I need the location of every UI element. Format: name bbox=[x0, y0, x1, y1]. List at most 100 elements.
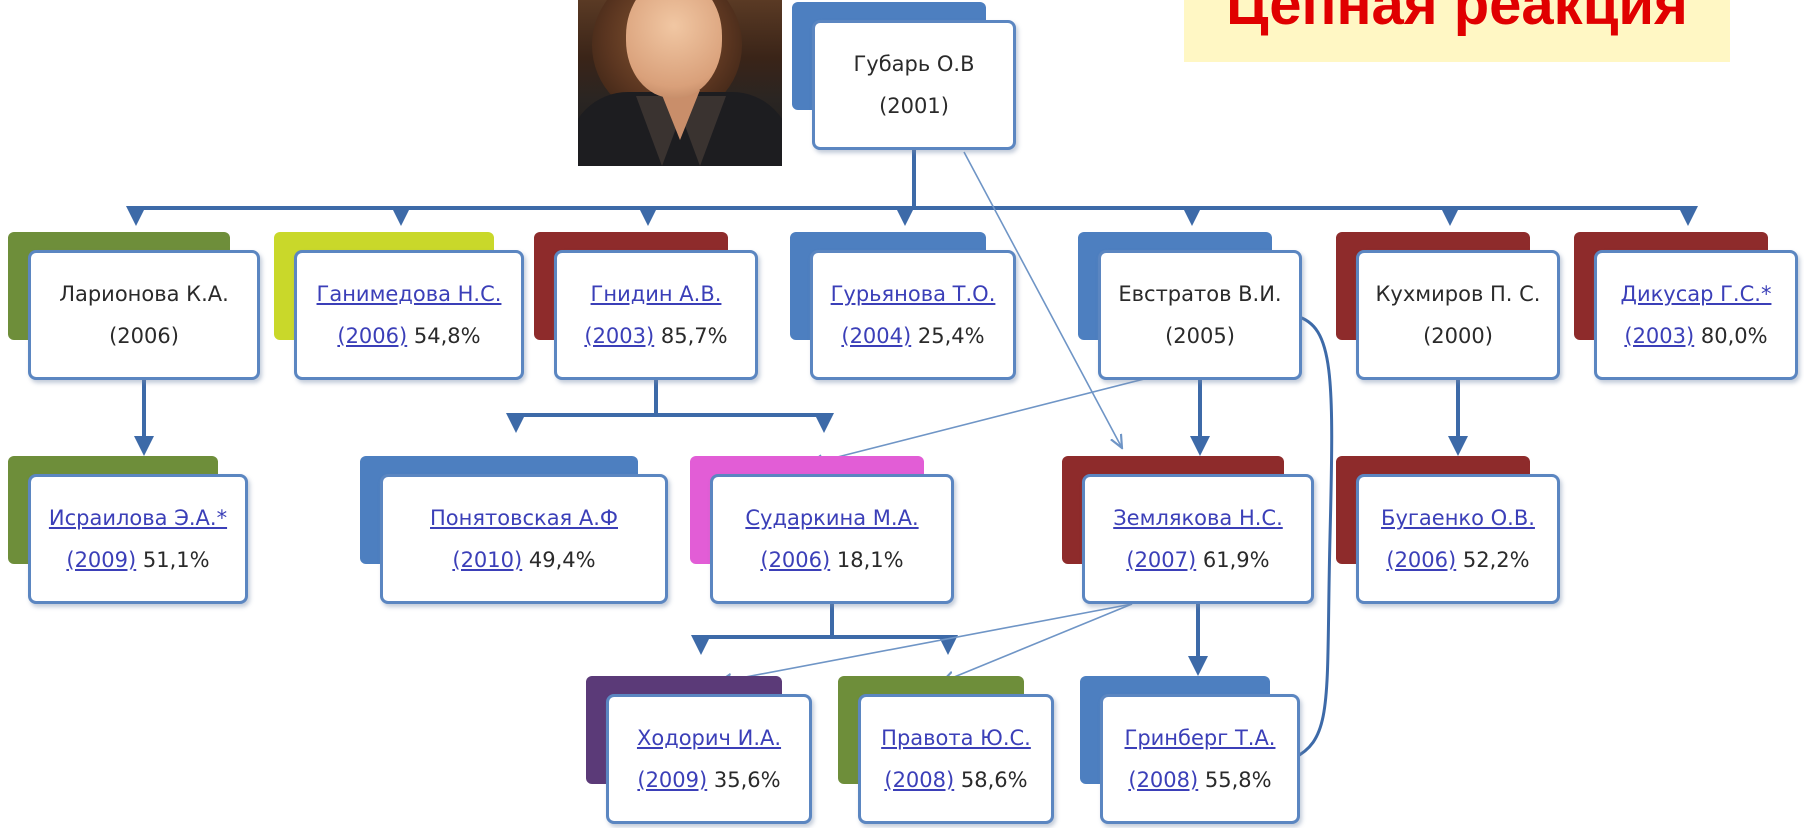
person-percent: 52,2% bbox=[1456, 548, 1530, 572]
person-stats: (2000) bbox=[1423, 315, 1493, 357]
person-name-link[interactable]: Правота Ю.С. bbox=[881, 726, 1031, 750]
cross-edge-evstratov-sudarkina bbox=[810, 377, 1149, 464]
node-card: Гнидин А.В. (2003) 85,7% bbox=[554, 250, 758, 380]
person-percent: 58,6% bbox=[954, 768, 1028, 792]
node-card: Ганимедова Н.С. (2006) 54,8% bbox=[294, 250, 524, 380]
person-node-gnidin: Гнидин А.В. (2003) 85,7% bbox=[534, 232, 758, 380]
node-card: Землякова Н.С. (2007) 61,9% bbox=[1082, 474, 1314, 604]
person-stats: (2009) 51,1% bbox=[66, 539, 209, 581]
person-year-link[interactable]: (2003) bbox=[1624, 324, 1695, 348]
person-year: (2001) bbox=[879, 94, 949, 118]
person-stats: (2006) 54,8% bbox=[337, 315, 480, 357]
person-stats: (2009) 35,6% bbox=[637, 759, 780, 801]
person-year-link[interactable]: (2008) bbox=[1128, 768, 1199, 792]
node-card: Исраилова Э.А.* (2009) 51,1% bbox=[28, 474, 248, 604]
person-node-pravota: Правота Ю.С. (2008) 58,6% bbox=[838, 676, 1054, 824]
node-card: Кухмиров П. С. (2000) bbox=[1356, 250, 1560, 380]
person-name-link[interactable]: Сударкина М.А. bbox=[745, 506, 919, 530]
person-node-dikusar: Дикусар Г.С.* (2003) 80,0% bbox=[1574, 232, 1798, 380]
person-percent: 49,4% bbox=[522, 548, 596, 572]
person-name: Кухмиров П. С. bbox=[1375, 282, 1541, 306]
cross-edge-gubar-zemlyakova bbox=[963, 151, 1122, 448]
person-name: Ларионова К.А. bbox=[59, 282, 229, 306]
bracket-edge-evstratov-grinberg bbox=[1293, 314, 1334, 760]
person-node-israilova: Исраилова Э.А.* (2009) 51,1% bbox=[8, 456, 248, 604]
person-percent: 61,9% bbox=[1196, 548, 1270, 572]
node-card: Губарь О.В (2001) bbox=[812, 20, 1016, 150]
person-name-link[interactable]: Исраилова Э.А.* bbox=[48, 506, 228, 530]
person-year-link[interactable]: (2003) bbox=[584, 324, 655, 348]
person-name-link[interactable]: Дикусар Г.С.* bbox=[1620, 282, 1772, 306]
person-percent: 35,6% bbox=[707, 768, 781, 792]
person-stats: (2008) 55,8% bbox=[1128, 759, 1271, 801]
person-node-ponyatovskaya: Понятовская А.Ф (2010) 49,4% bbox=[360, 456, 668, 604]
node-card: Понятовская А.Ф (2010) 49,4% bbox=[380, 474, 668, 604]
node-card: Сударкина М.А. (2006) 18,1% bbox=[710, 474, 954, 604]
node-card: Дикусар Г.С.* (2003) 80,0% bbox=[1594, 250, 1798, 380]
person-percent: 18,1% bbox=[830, 548, 904, 572]
person-stats: (2003) 85,7% bbox=[584, 315, 727, 357]
person-name: Евстратов В.И. bbox=[1118, 282, 1282, 306]
person-name-link[interactable]: Гурьянова Т.О. bbox=[830, 282, 996, 306]
node-card: Правота Ю.С. (2008) 58,6% bbox=[858, 694, 1054, 824]
person-stats: (2007) 61,9% bbox=[1126, 539, 1269, 581]
person-year-link[interactable]: (2004) bbox=[841, 324, 912, 348]
person-year: (2000) bbox=[1423, 324, 1493, 348]
person-year-link[interactable]: (2008) bbox=[884, 768, 955, 792]
person-year-link[interactable]: (2006) bbox=[760, 548, 831, 572]
person-name-link[interactable]: Землякова Н.С. bbox=[1113, 506, 1283, 530]
person-year-link[interactable]: (2010) bbox=[452, 548, 523, 572]
portrait-photo bbox=[578, 0, 782, 166]
person-percent: 85,7% bbox=[654, 324, 728, 348]
person-name: Губарь О.В bbox=[853, 52, 975, 76]
person-stats: (2004) 25,4% bbox=[841, 315, 984, 357]
person-year: (2005) bbox=[1165, 324, 1235, 348]
person-node-guryanova: Гурьянова Т.О. (2004) 25,4% bbox=[790, 232, 1016, 380]
person-node-bugaenko: Бугаенко О.В. (2006) 52,2% bbox=[1336, 456, 1560, 604]
person-name-link[interactable]: Ходорич И.А. bbox=[636, 726, 782, 750]
person-stats: (2010) 49,4% bbox=[452, 539, 595, 581]
person-stats: (2006) 18,1% bbox=[760, 539, 903, 581]
person-node-kukhmirov: Кухмиров П. С. (2000) bbox=[1336, 232, 1560, 380]
person-name-link[interactable]: Понятовская А.Ф bbox=[430, 506, 618, 530]
person-name-link[interactable]: Гнидин А.В. bbox=[590, 282, 722, 306]
person-node-gubar: Губарь О.В (2001) bbox=[792, 2, 1016, 150]
cross-edge-zemlyakova-khodorich bbox=[719, 603, 1133, 682]
node-card: Гринберг Т.А. (2008) 55,8% bbox=[1100, 694, 1300, 824]
node-card: Ходорич И.А. (2009) 35,6% bbox=[606, 694, 812, 824]
person-percent: 54,8% bbox=[407, 324, 481, 348]
person-node-evstratov: Евстратов В.И. (2005) bbox=[1078, 232, 1302, 380]
node-card: Бугаенко О.В. (2006) 52,2% bbox=[1356, 474, 1560, 604]
person-node-khodorich: Ходорич И.А. (2009) 35,6% bbox=[586, 676, 812, 824]
person-node-grinberg: Гринберг Т.А. (2008) 55,8% bbox=[1080, 676, 1300, 824]
person-year-link[interactable]: (2009) bbox=[66, 548, 137, 572]
person-year-link[interactable]: (2007) bbox=[1126, 548, 1197, 572]
person-percent: 80,0% bbox=[1694, 324, 1768, 348]
person-percent: 51,1% bbox=[136, 548, 210, 572]
person-name-link[interactable]: Гринберг Т.А. bbox=[1124, 726, 1276, 750]
person-stats: (2003) 80,0% bbox=[1624, 315, 1767, 357]
person-stats: (2006) 52,2% bbox=[1386, 539, 1529, 581]
person-percent: 55,8% bbox=[1198, 768, 1272, 792]
person-stats: (2005) bbox=[1165, 315, 1235, 357]
person-stats: (2008) 58,6% bbox=[884, 759, 1027, 801]
node-card: Евстратов В.И. (2005) bbox=[1098, 250, 1302, 380]
person-name-link[interactable]: Ганимедова Н.С. bbox=[316, 282, 502, 306]
person-year-link[interactable]: (2006) bbox=[337, 324, 408, 348]
chain-reaction-title: Цепная реакция bbox=[1184, 0, 1730, 62]
person-stats: (2006) bbox=[109, 315, 179, 357]
person-name-link[interactable]: Бугаенко О.В. bbox=[1381, 506, 1535, 530]
person-year: (2006) bbox=[109, 324, 179, 348]
person-node-zemlyakova: Землякова Н.С. (2007) 61,9% bbox=[1062, 456, 1314, 604]
person-node-larionova: Ларионова К.А. (2006) bbox=[8, 232, 260, 380]
person-node-sudarkina: Сударкина М.А. (2006) 18,1% bbox=[690, 456, 954, 604]
person-percent: 25,4% bbox=[911, 324, 985, 348]
node-card: Ларионова К.А. (2006) bbox=[28, 250, 260, 380]
node-card: Гурьянова Т.О. (2004) 25,4% bbox=[810, 250, 1016, 380]
person-year-link[interactable]: (2009) bbox=[637, 768, 708, 792]
person-node-ganimedova: Ганимедова Н.С. (2006) 54,8% bbox=[274, 232, 524, 380]
cross-edge-zemlyakova-pravota bbox=[942, 603, 1133, 682]
person-year-link[interactable]: (2006) bbox=[1386, 548, 1457, 572]
